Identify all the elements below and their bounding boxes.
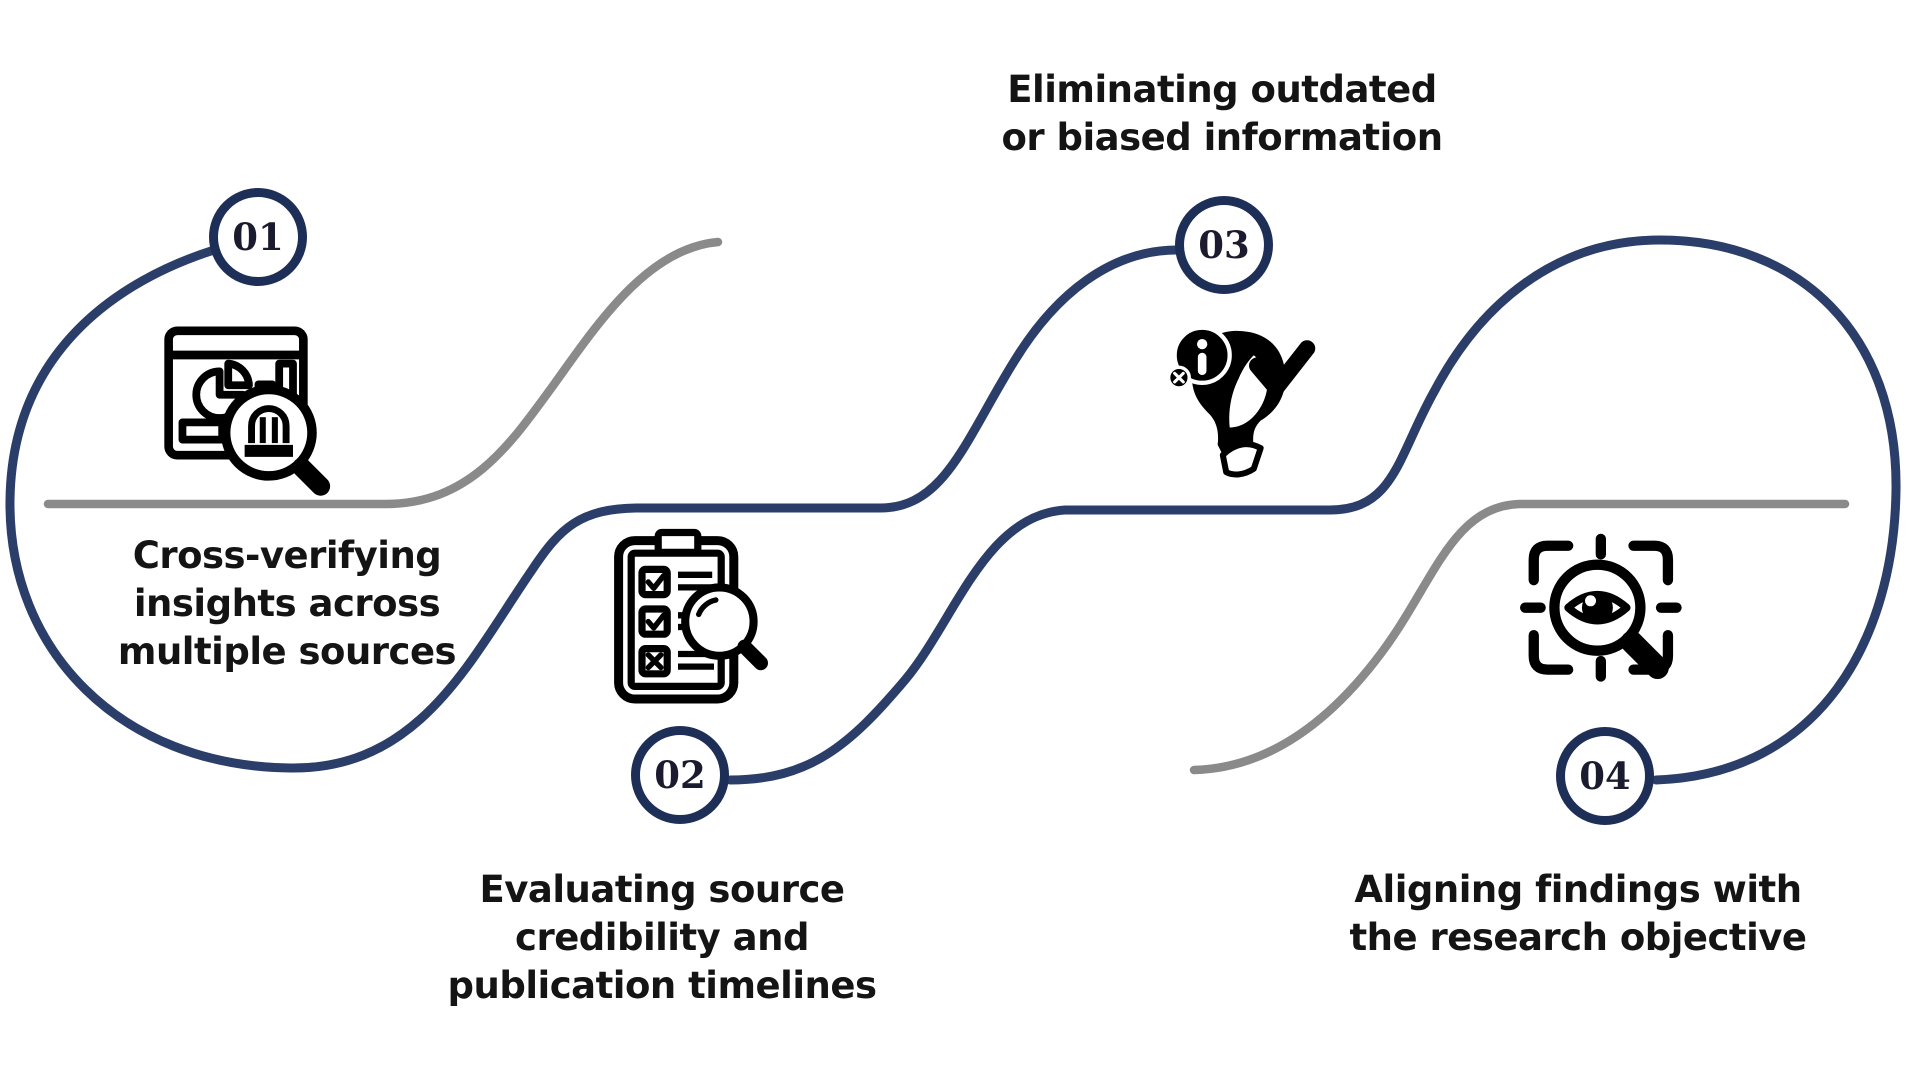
checklist-magnifier-icon xyxy=(614,528,768,704)
step-03-number: 03 xyxy=(1198,223,1250,267)
step-03-title-line: or biased information xyxy=(1001,116,1443,159)
step-01-title-line: Cross-verifying xyxy=(132,534,442,577)
step-04-badge: 04 xyxy=(1556,727,1654,825)
connector-gray-left xyxy=(43,237,723,509)
connector-gray-right xyxy=(1189,499,1850,775)
step-02-title-line: credibility and xyxy=(515,916,809,959)
step-01-title: Cross-verifying insights across multiple… xyxy=(117,532,457,676)
step-03-badge: 03 xyxy=(1175,196,1273,294)
step-02-title: Evaluating source credibility and public… xyxy=(448,866,877,1010)
connector-step2-to-step4 xyxy=(725,235,1901,785)
step-04-number: 04 xyxy=(1579,754,1631,798)
dashboard-magnifier-icon xyxy=(164,326,331,496)
step-02-number: 02 xyxy=(654,753,706,797)
step-02-badge: 02 xyxy=(631,726,729,824)
step-03-title: Eliminating outdated or biased informati… xyxy=(1001,66,1443,162)
step-01-badge: 01 xyxy=(209,188,307,286)
step-03-title-line: Eliminating outdated xyxy=(1007,68,1437,111)
step-04-title-line: the research objective xyxy=(1349,916,1807,959)
step-02-title-line: Evaluating source xyxy=(479,868,845,911)
step-04-title: Aligning findings with the research obje… xyxy=(1349,866,1807,962)
head-information-check-icon xyxy=(1166,325,1316,478)
step-02-title-line: publication timelines xyxy=(447,964,877,1007)
eye-focus-magnifier-icon xyxy=(1520,533,1682,682)
step-04-title-line: Aligning findings with xyxy=(1354,868,1802,911)
step-01-title-line: multiple sources xyxy=(117,630,457,673)
connector-step1-to-step3 xyxy=(5,245,1182,773)
step-01-title-line: insights across xyxy=(133,582,441,625)
checkmark xyxy=(1249,340,1316,397)
step-01-number: 01 xyxy=(232,215,284,259)
